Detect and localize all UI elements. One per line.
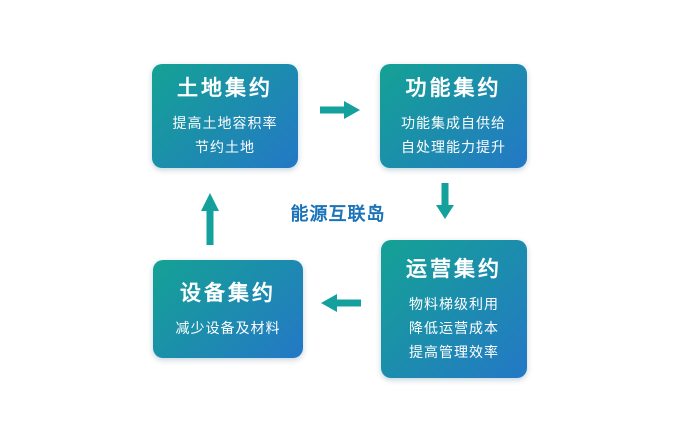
center-label: 能源互联岛 (290, 204, 386, 225)
box-function-line-2: 自处理能力提升 (401, 140, 506, 156)
box-equipment-title: 设备集约 (180, 281, 276, 305)
box-function-title: 功能集约 (405, 76, 502, 100)
box-operation-title: 运营集约 (406, 257, 502, 281)
box-equipment-line-1: 减少设备及材料 (175, 321, 281, 337)
box-operation-line-2: 降低运营成本 (409, 321, 499, 337)
box-function-line-1: 功能集成自供给 (401, 116, 506, 132)
box-equipment-intensive: 设备集约 减少设备及材料 (153, 260, 303, 358)
box-operation-line-1: 物料梯级利用 (409, 297, 499, 313)
box-operation-line-3: 提高管理效率 (409, 345, 499, 361)
box-land-line-1: 提高土地容积率 (172, 116, 278, 132)
arrow-left-icon (321, 294, 361, 312)
arrow-down-icon (436, 183, 454, 219)
arrow-up-icon (201, 193, 219, 245)
box-function-intensive: 功能集约 功能集成自供给 自处理能力提升 (380, 64, 527, 168)
arrow-right-icon (320, 101, 360, 119)
box-operation-intensive: 运营集约 物料梯级利用 降低运营成本 提高管理效率 (381, 240, 527, 378)
box-land-intensive: 土地集约 提高土地容积率 节约土地 (152, 64, 298, 168)
box-land-title: 土地集约 (177, 76, 273, 100)
box-land-line-2: 节约土地 (195, 140, 255, 156)
